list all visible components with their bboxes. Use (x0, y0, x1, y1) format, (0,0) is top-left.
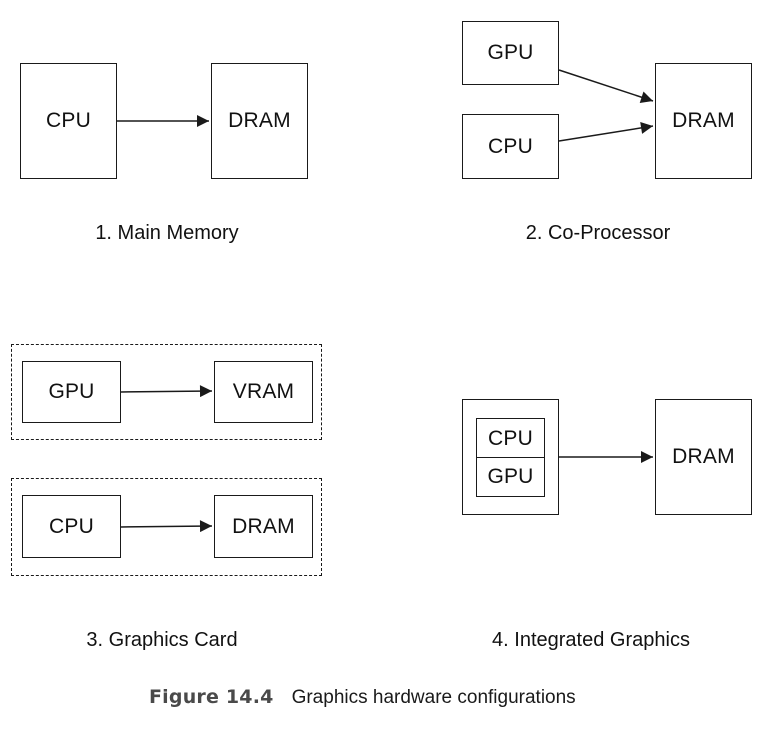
gpu-to-dram-arrow (558, 69, 654, 103)
figure-caption: Figure 14.4 Graphics hardware configurati… (149, 686, 576, 709)
gpu-box: GPU (462, 21, 559, 85)
dram-label: DRAM (672, 109, 735, 132)
co-processor-caption: 2. Co-Processor (525, 222, 671, 244)
cpu-label: CPU (488, 134, 533, 158)
integrated-chip-box (462, 399, 559, 515)
cpu-to-dram-arrow (558, 121, 654, 142)
cpu-to-dram-arrow (120, 520, 213, 533)
cpu-label: CPU (46, 109, 91, 132)
dram-box: DRAM (655, 63, 752, 179)
gpu-label: GPU (487, 41, 534, 64)
vram-label: VRAM (232, 380, 295, 403)
cpu-label: CPU (49, 514, 94, 538)
dram-label: DRAM (228, 109, 291, 132)
dram-box: DRAM (214, 495, 313, 558)
figure-number: Figure 14.4 (149, 686, 274, 708)
cpu-box: CPU (22, 495, 121, 558)
motherboard-frame (11, 478, 322, 576)
dram-box: DRAM (211, 63, 308, 179)
figure-title: Graphics hardware configurations (291, 687, 576, 708)
cpu-box: CPU (462, 114, 559, 179)
graphics-card-caption: 3. Graphics Card (86, 629, 238, 651)
cpu-box: CPU (20, 63, 117, 179)
vram-box: VRAM (214, 361, 313, 423)
gpu-label: GPU (48, 380, 95, 403)
cpu-label: CPU (488, 426, 533, 450)
dram-box: DRAM (655, 399, 752, 515)
gpu-box: GPU (22, 361, 121, 423)
main-memory-caption: 1. Main Memory (95, 222, 239, 244)
gpu-to-vram-arrow (120, 385, 213, 398)
gpu-label: GPU (487, 465, 534, 488)
dram-label: DRAM (672, 445, 735, 468)
dram-label: DRAM (232, 514, 295, 538)
graphics-card-frame (11, 344, 322, 440)
gpu-box: GPU (476, 457, 545, 497)
integrated-graphics-caption: 4. Integrated Graphics (492, 629, 690, 651)
cpu-box: CPU (476, 418, 545, 458)
